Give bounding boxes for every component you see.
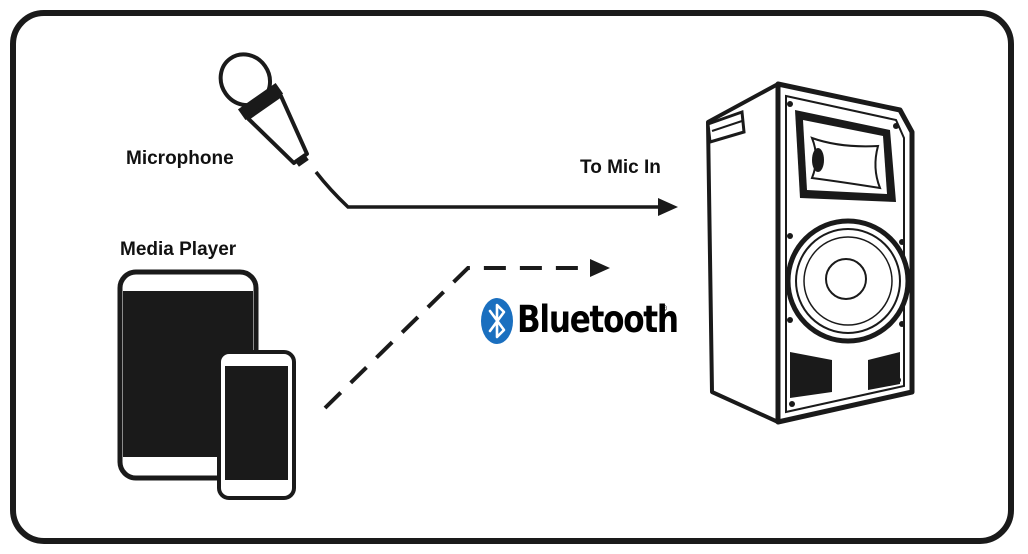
mic-cable-arrowhead <box>658 198 678 216</box>
microphone-label: Microphone <box>126 148 234 169</box>
bluetooth-wordmark: Bluetooth <box>517 298 679 341</box>
bluetooth-link <box>323 266 590 410</box>
bluetooth-registered-mark: ® <box>660 304 668 313</box>
media-player-label: Media Player <box>120 239 237 260</box>
smartphone-icon <box>217 350 296 500</box>
speaker-icon <box>706 81 915 425</box>
bluetooth-link-arrowhead <box>590 259 610 277</box>
mic-in-label: To Mic In <box>580 157 661 178</box>
bluetooth-icon <box>481 298 513 344</box>
microphone-icon <box>218 52 309 167</box>
mic-cable <box>314 170 660 209</box>
